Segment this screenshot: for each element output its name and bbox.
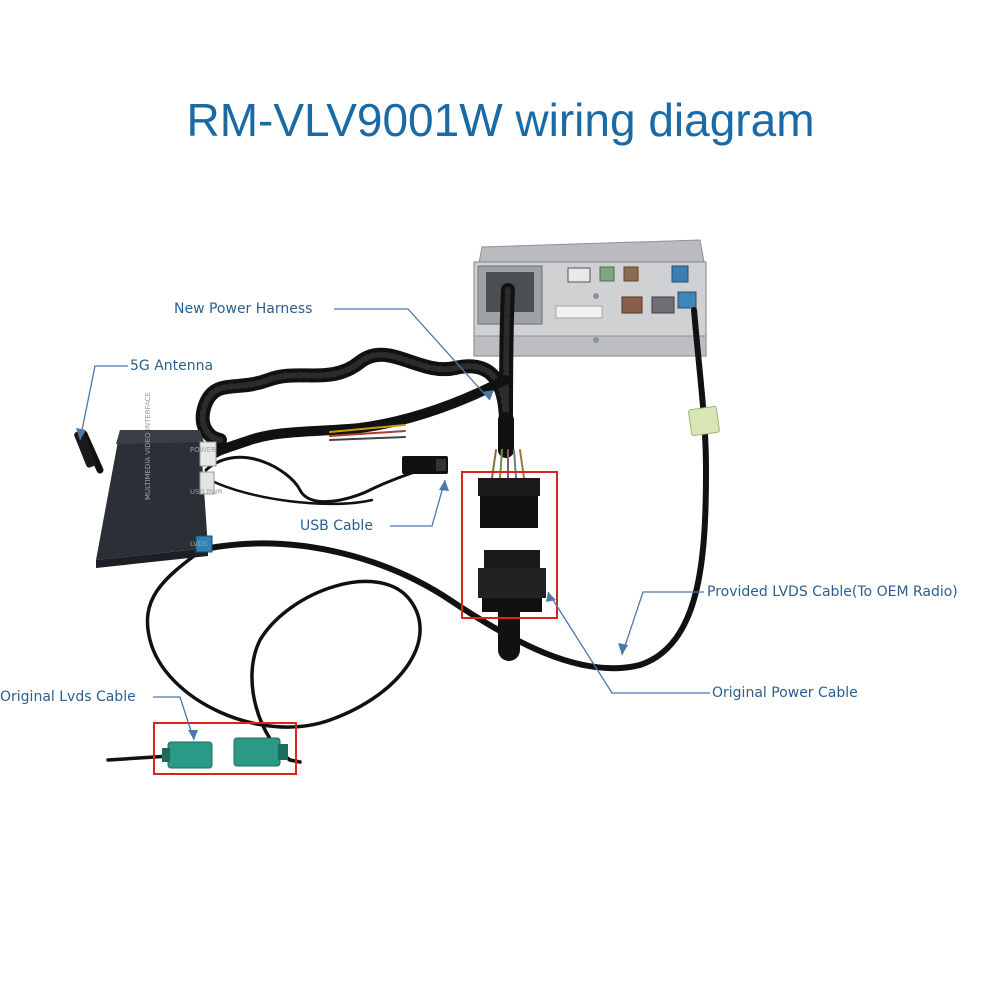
leader-lines [79, 308, 710, 741]
leader-original-lvds [153, 696, 195, 741]
diagram-title: RM-VLV9001W wiring diagram [186, 94, 815, 146]
module-port-power-label: POWER [190, 446, 216, 454]
leader-5g-antenna [79, 365, 128, 441]
callout-original-power-cable: Original Power Cable [712, 685, 858, 701]
lvds-cable-tag [688, 405, 720, 437]
module-face-label: MULTIMEDIA VIDEO INTERFACE [144, 392, 152, 500]
leader-arrowheads [76, 390, 628, 740]
lvds-connector-highlight [153, 722, 297, 775]
module-port-lvds-label: LVDS [190, 540, 208, 548]
highlight-boxes [153, 471, 558, 775]
original-lvds-connectors [162, 737, 288, 769]
callout-5g-antenna: 5G Antenna [130, 358, 214, 374]
module-port-usb-label: USB PWR [190, 488, 223, 496]
callout-usb-cable: USB Cable [300, 518, 373, 534]
callout-new-power-harness: New Power Harness [174, 301, 313, 317]
leader-new-power-harness [334, 308, 491, 401]
leader-usb-cable [390, 479, 446, 527]
callout-provided-lvds-cable: Provided LVDS Cable(To OEM Radio) [707, 584, 958, 600]
leader-original-power [547, 591, 710, 694]
usb-connector [402, 456, 448, 474]
power-connectors [478, 478, 546, 612]
interface-module: MULTIMEDIA VIDEO INTERFACE LVDS USB PWR … [96, 392, 223, 568]
power-connector-highlight [461, 471, 558, 619]
callout-original-lvds-cable: Original Lvds Cable [0, 689, 136, 705]
leader-provided-lvds [621, 591, 704, 656]
